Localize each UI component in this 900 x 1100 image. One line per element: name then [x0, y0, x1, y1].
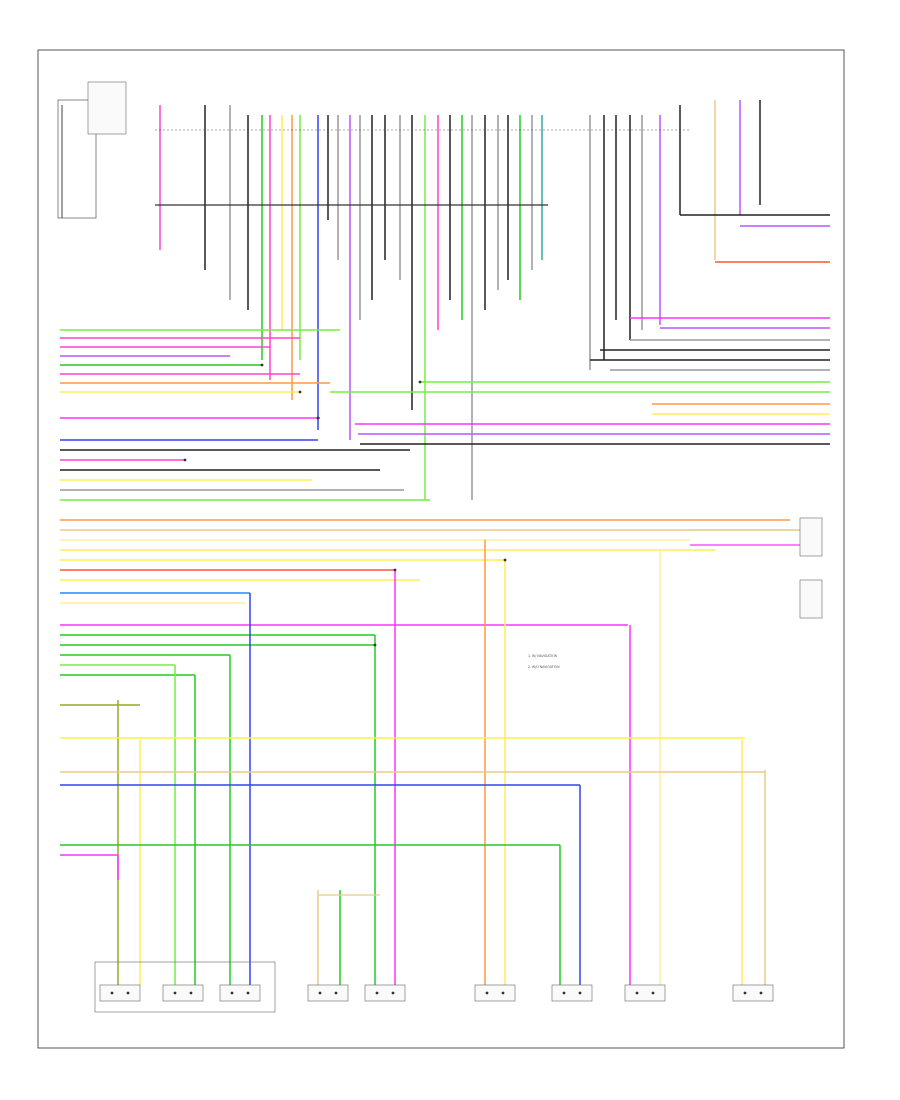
splice-dot-4: [316, 416, 320, 420]
speaker-connector-4: [307, 984, 349, 1002]
component-group: [57, 81, 823, 1013]
speaker-pin-2b: [189, 991, 193, 995]
speaker-connector-7: [551, 984, 593, 1002]
splice-dot-2: [260, 363, 264, 367]
speaker-pin-3b: [246, 991, 250, 995]
speaker-pin-7b: [578, 991, 582, 995]
speaker-connector-5: [364, 984, 406, 1002]
speaker-pin-4b: [334, 991, 338, 995]
speaker-pin-9a: [743, 991, 747, 995]
speaker-pin-3a: [230, 991, 234, 995]
speaker-pin-5b: [391, 991, 395, 995]
speaker-pin-5a: [375, 991, 379, 995]
speaker-pin-9b: [759, 991, 763, 995]
antenna-component-box: [57, 99, 97, 219]
speaker-connector-2: [162, 984, 204, 1002]
junction-connector-upper: [799, 517, 823, 557]
legend-line-1: 1. W/ NAVIGATION: [528, 654, 558, 658]
splice-dot-1: [183, 458, 187, 462]
speaker-connector-8: [624, 984, 666, 1002]
splice-dot-3: [298, 390, 302, 394]
fuse-block: [87, 81, 127, 135]
wire-group: [60, 100, 830, 985]
speaker-pin-6b: [501, 991, 505, 995]
speaker-pin-8b: [651, 991, 655, 995]
junction-connector-lower: [799, 579, 823, 619]
legend-line-2: 2. W/O NAVIGATION: [528, 665, 560, 669]
speaker-pin-4a: [318, 991, 322, 995]
speaker-pin-6a: [485, 991, 489, 995]
speaker-pin-1a: [110, 991, 114, 995]
speaker-connector-6: [474, 984, 516, 1002]
speaker-connector-3: [219, 984, 261, 1002]
splice-dot-7: [393, 568, 397, 572]
feed-run-left-lower: [60, 854, 119, 880]
speaker-pin-2a: [173, 991, 177, 995]
diagram-frame: [37, 49, 845, 1049]
speaker-connector-1: [99, 984, 141, 1002]
splice-dot-5: [418, 380, 422, 384]
speaker-pin-7a: [562, 991, 566, 995]
speaker-connector-9: [732, 984, 774, 1002]
splice-dot-6: [503, 558, 507, 562]
splice-dot-8: [373, 643, 377, 647]
speaker-group-bracket: [94, 961, 276, 1013]
speaker-pin-1b: [126, 991, 130, 995]
speaker-pin-8a: [635, 991, 639, 995]
